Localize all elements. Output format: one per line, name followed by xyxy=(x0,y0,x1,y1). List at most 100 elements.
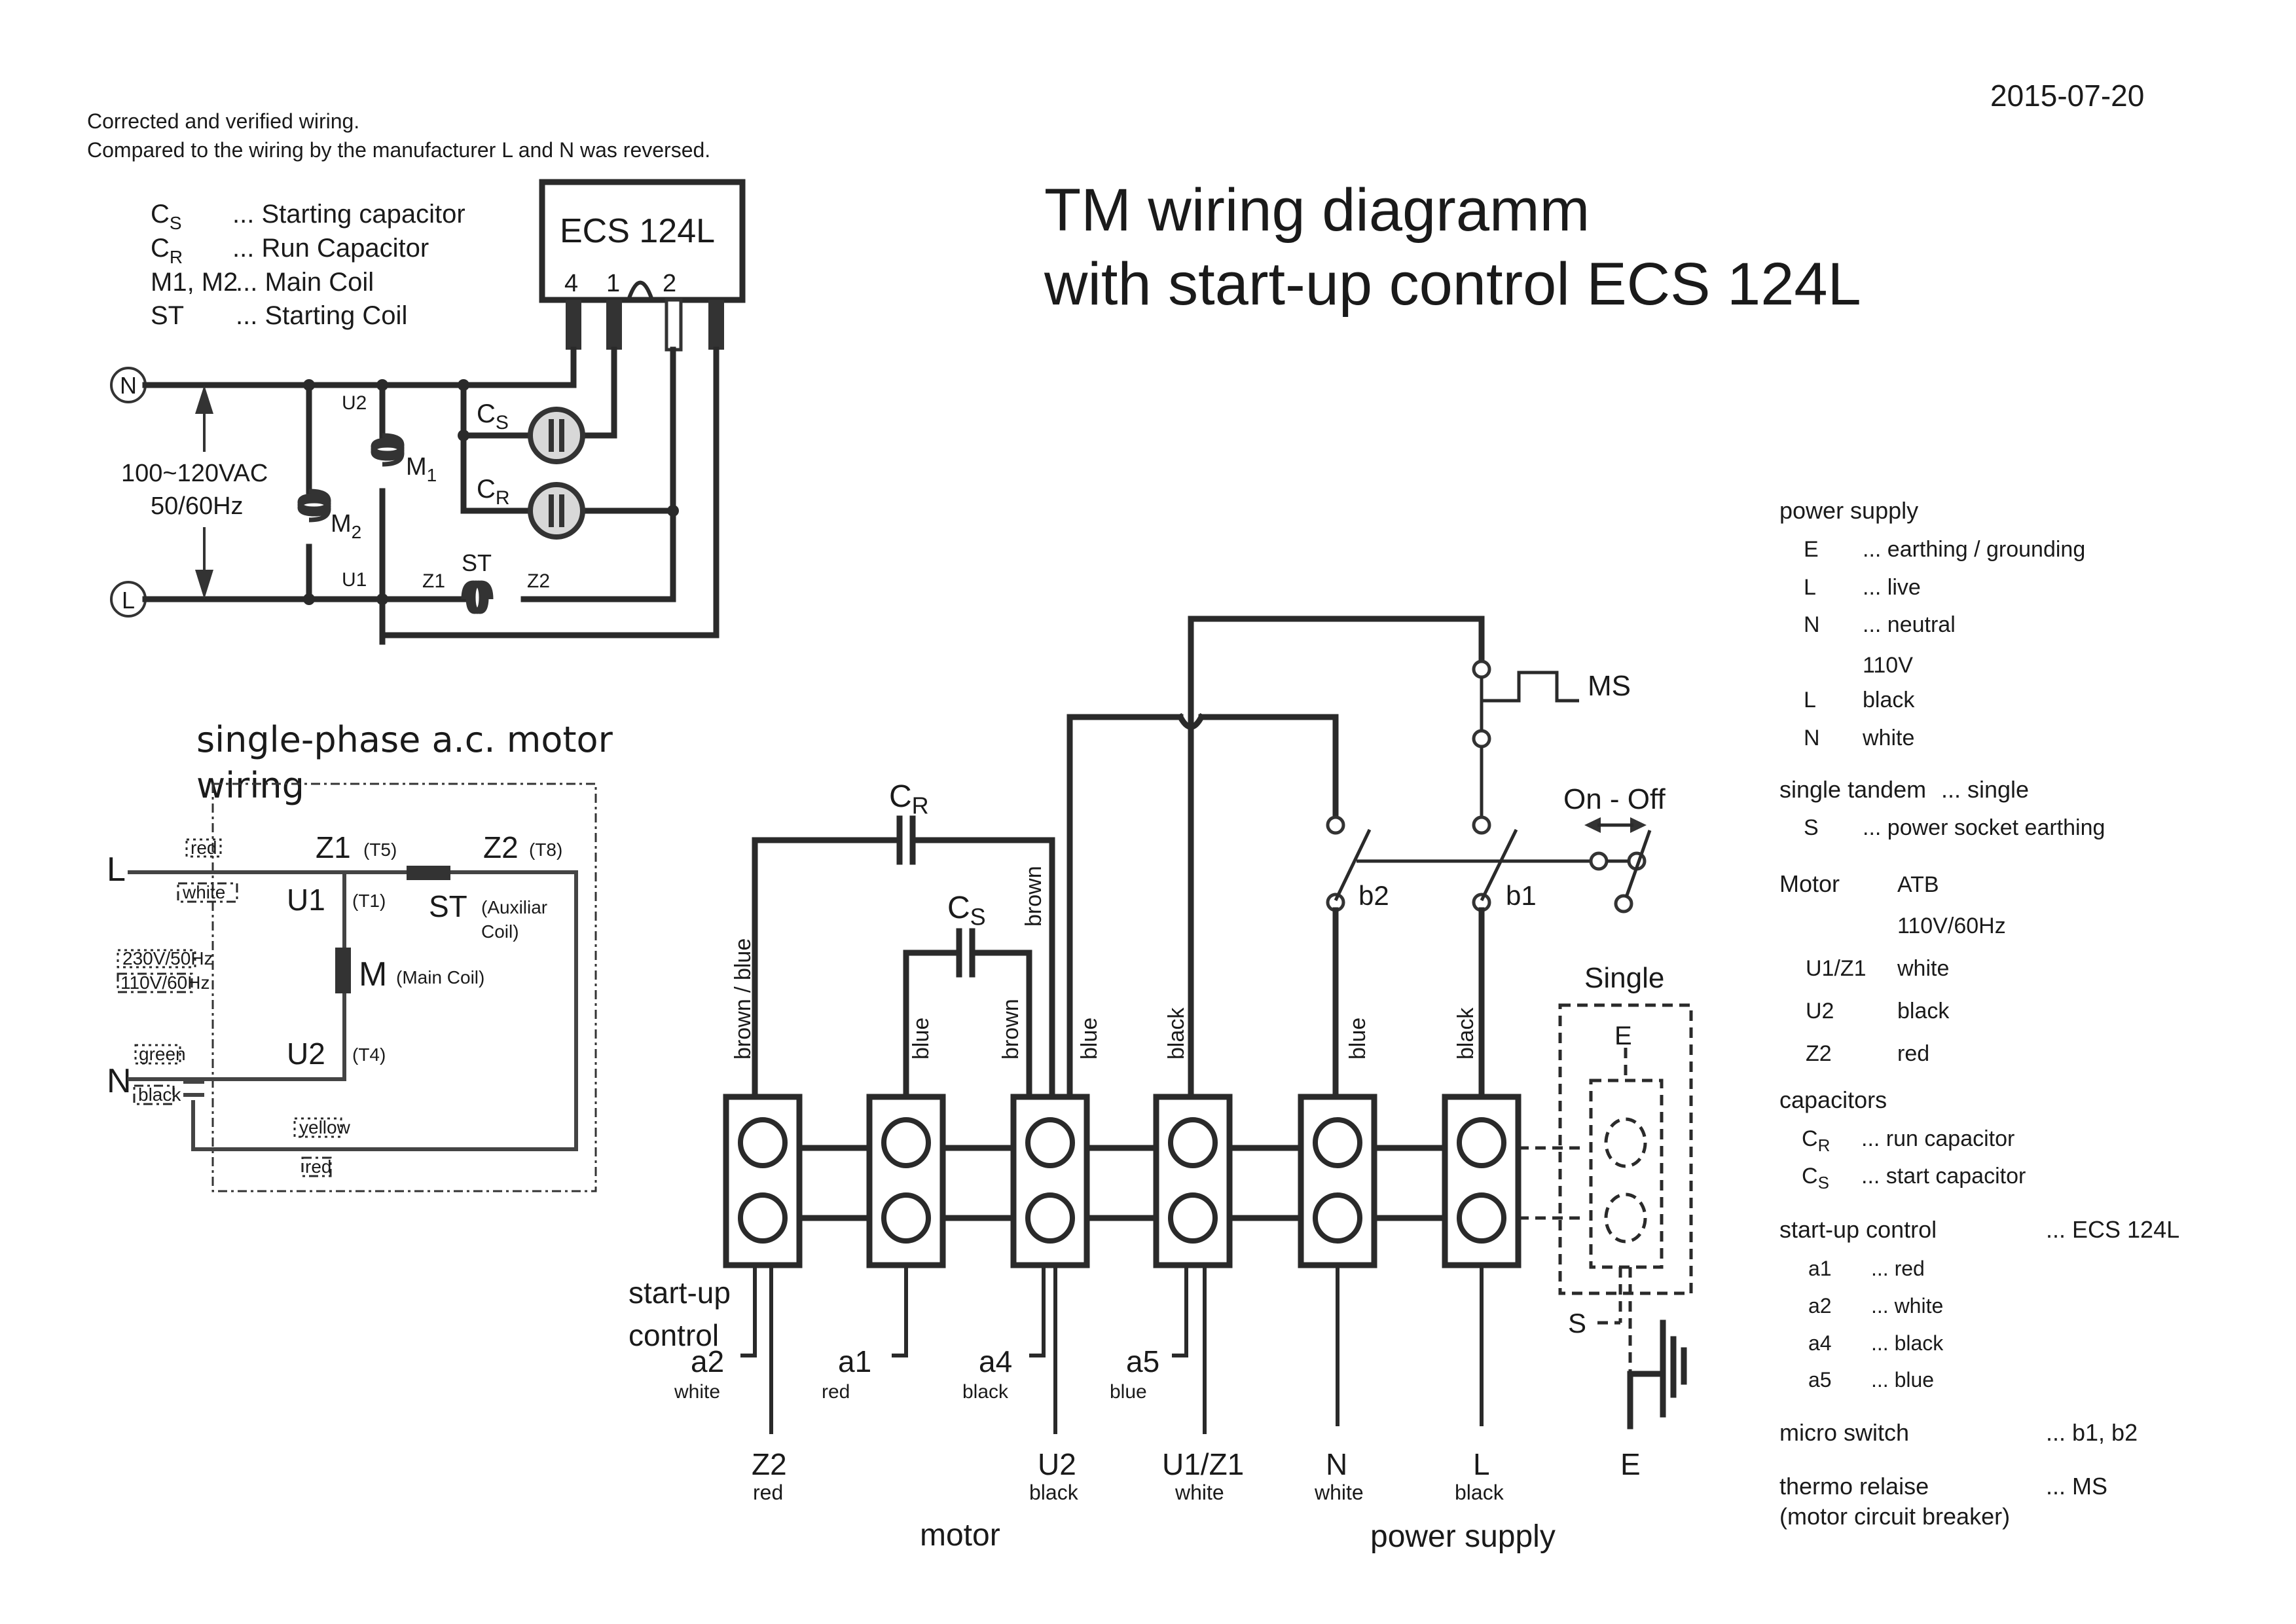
socket-inner-outline xyxy=(1589,1079,1664,1269)
svg-text:... red: ... red xyxy=(1871,1257,1925,1280)
svg-text:CS: CS xyxy=(151,200,182,233)
ms-contact xyxy=(1472,729,1491,748)
svg-text:CR: CR xyxy=(151,234,183,267)
svg-text:a4: a4 xyxy=(1808,1331,1832,1355)
legend-single-tandem-title: single tandem xyxy=(1779,776,1926,803)
cr-label: C xyxy=(477,475,496,504)
terminal-screw-hole xyxy=(1457,1192,1506,1244)
svg-text:M2: M2 xyxy=(331,510,361,542)
startup-terminal-a2: a2 xyxy=(691,1344,724,1378)
wire-tag-black: black xyxy=(138,1084,181,1105)
blue-wire-b2 xyxy=(1198,714,1339,821)
bottom-terminal-n: N xyxy=(1326,1447,1347,1481)
voltage-tag-110: 110V/60Hz xyxy=(120,972,210,993)
startup-lead-a2 xyxy=(740,1265,757,1357)
motor-enclosure xyxy=(211,783,597,1192)
motor-t1: (T1) xyxy=(352,891,386,911)
startup-control-label-1: start-up xyxy=(629,1276,731,1310)
main-winding xyxy=(335,948,351,993)
z2-label: Z2 xyxy=(527,570,550,592)
black-wire-ms xyxy=(1188,616,1485,1100)
legend-motor-title: Motor xyxy=(1779,870,1840,897)
terminal-screw-hole xyxy=(1168,1117,1218,1168)
motor-t4: (T4) xyxy=(352,1044,386,1065)
title-line-2: with start-up control ECS 124L xyxy=(1044,251,1861,318)
terminal-screw-hole xyxy=(1313,1192,1362,1244)
single-socket-outline xyxy=(1558,1003,1693,1295)
arrow-right-icon xyxy=(1630,817,1647,833)
wire-tag-white: white xyxy=(182,882,225,902)
startup-terminal-color-a5: blue xyxy=(1110,1381,1147,1403)
cr-wire xyxy=(752,837,903,1100)
motor-n-label: N xyxy=(107,1062,132,1100)
svg-text:... single: ... single xyxy=(1941,776,2029,803)
svg-text:... white: ... white xyxy=(1871,1294,1943,1318)
startup-lead-a5 xyxy=(1172,1265,1188,1357)
legend-desc-cr: ... Run Capacitor xyxy=(232,234,429,263)
svg-text:L: L xyxy=(1804,688,1816,712)
on-off-contact xyxy=(1614,894,1633,913)
legend-startup-title: start-up control xyxy=(1779,1216,1937,1243)
b1-contact-top xyxy=(1472,815,1491,835)
svg-text:... start capacitor: ... start capacitor xyxy=(1861,1164,2026,1189)
svg-text:U1/Z1: U1/Z1 xyxy=(1806,956,1867,981)
svg-text:white: white xyxy=(1897,956,1949,981)
motor-wiring-title-2: wiring xyxy=(196,765,304,806)
svg-text:ATB: ATB xyxy=(1897,872,1939,897)
motor-t5: (T5) xyxy=(363,840,397,860)
z1-label: Z1 xyxy=(422,570,445,592)
group-label-motor: motor xyxy=(920,1518,1000,1553)
svg-text:... run capacitor: ... run capacitor xyxy=(1861,1126,2014,1151)
motor-aux-2: Coil) xyxy=(481,921,519,942)
legend-capacitors-title: capacitors xyxy=(1779,1086,1887,1113)
wire-label-blue: blue xyxy=(1077,1018,1102,1060)
svg-text:a5: a5 xyxy=(1808,1368,1832,1392)
svg-text:... earthing / grounding: ... earthing / grounding xyxy=(1863,537,2085,562)
cs-wire xyxy=(903,950,962,1100)
bottom-terminal-color: white xyxy=(1175,1481,1224,1504)
m1-label: M xyxy=(406,453,427,481)
schematic-n-terminal: N xyxy=(120,372,137,399)
svg-text:... live: ... live xyxy=(1863,575,1921,600)
date-label: 2015-07-20 xyxy=(1990,79,2144,113)
wire-label-blue: blue xyxy=(909,1018,934,1060)
cs-capacitor xyxy=(528,407,585,464)
svg-text:N: N xyxy=(1804,612,1820,637)
b2-switch-blade xyxy=(1334,828,1372,902)
terminal-screw-hole xyxy=(1168,1192,1218,1244)
schematic-frequency: 50/60Hz xyxy=(151,492,244,520)
terminal-screw-hole xyxy=(738,1117,788,1168)
u2-label: U2 xyxy=(342,392,367,414)
on-off-label: On - Off xyxy=(1563,783,1666,815)
bottom-terminal-e: E xyxy=(1620,1447,1641,1481)
startup-terminal-color-a4: black xyxy=(962,1381,1009,1403)
ecs-pin-2: 2 xyxy=(663,270,676,297)
ecs-label: ECS 124L xyxy=(560,212,715,250)
b1-switch-blade xyxy=(1480,828,1518,902)
cr-wire xyxy=(909,837,1055,1100)
svg-text:a1: a1 xyxy=(1808,1257,1832,1280)
st-coil xyxy=(461,580,494,614)
startup-terminal-color-a2: white xyxy=(674,1381,720,1403)
on-off-contact xyxy=(1589,851,1609,871)
motor-st: ST xyxy=(429,889,467,923)
bottom-terminal-u1-z1: U1/Z1 xyxy=(1162,1447,1244,1481)
svg-text:... neutral: ... neutral xyxy=(1863,612,1956,637)
startup-terminal-a4: a4 xyxy=(979,1344,1012,1378)
svg-text:CS: CS xyxy=(477,399,509,434)
b2-label: b2 xyxy=(1358,880,1389,911)
bottom-terminal-color: red xyxy=(753,1481,783,1504)
cr-label: CR xyxy=(889,779,929,819)
svg-text:CR: CR xyxy=(477,475,510,509)
bottom-terminal-l: L xyxy=(1473,1447,1490,1481)
top-legend: CS ... Starting capacitor CR ... Run Cap… xyxy=(151,200,465,330)
wire-label-brown-blue: brown / blue xyxy=(731,938,756,1060)
svg-text:N: N xyxy=(1804,726,1820,750)
svg-text:U2: U2 xyxy=(1806,999,1834,1024)
motor-main-coil: (Main Coil) xyxy=(396,967,484,987)
svg-text:110V: 110V xyxy=(1863,653,1913,678)
wire-tag-red-l: red xyxy=(191,838,217,858)
cs-label: CS xyxy=(947,891,986,931)
svg-text:red: red xyxy=(1897,1041,1929,1066)
